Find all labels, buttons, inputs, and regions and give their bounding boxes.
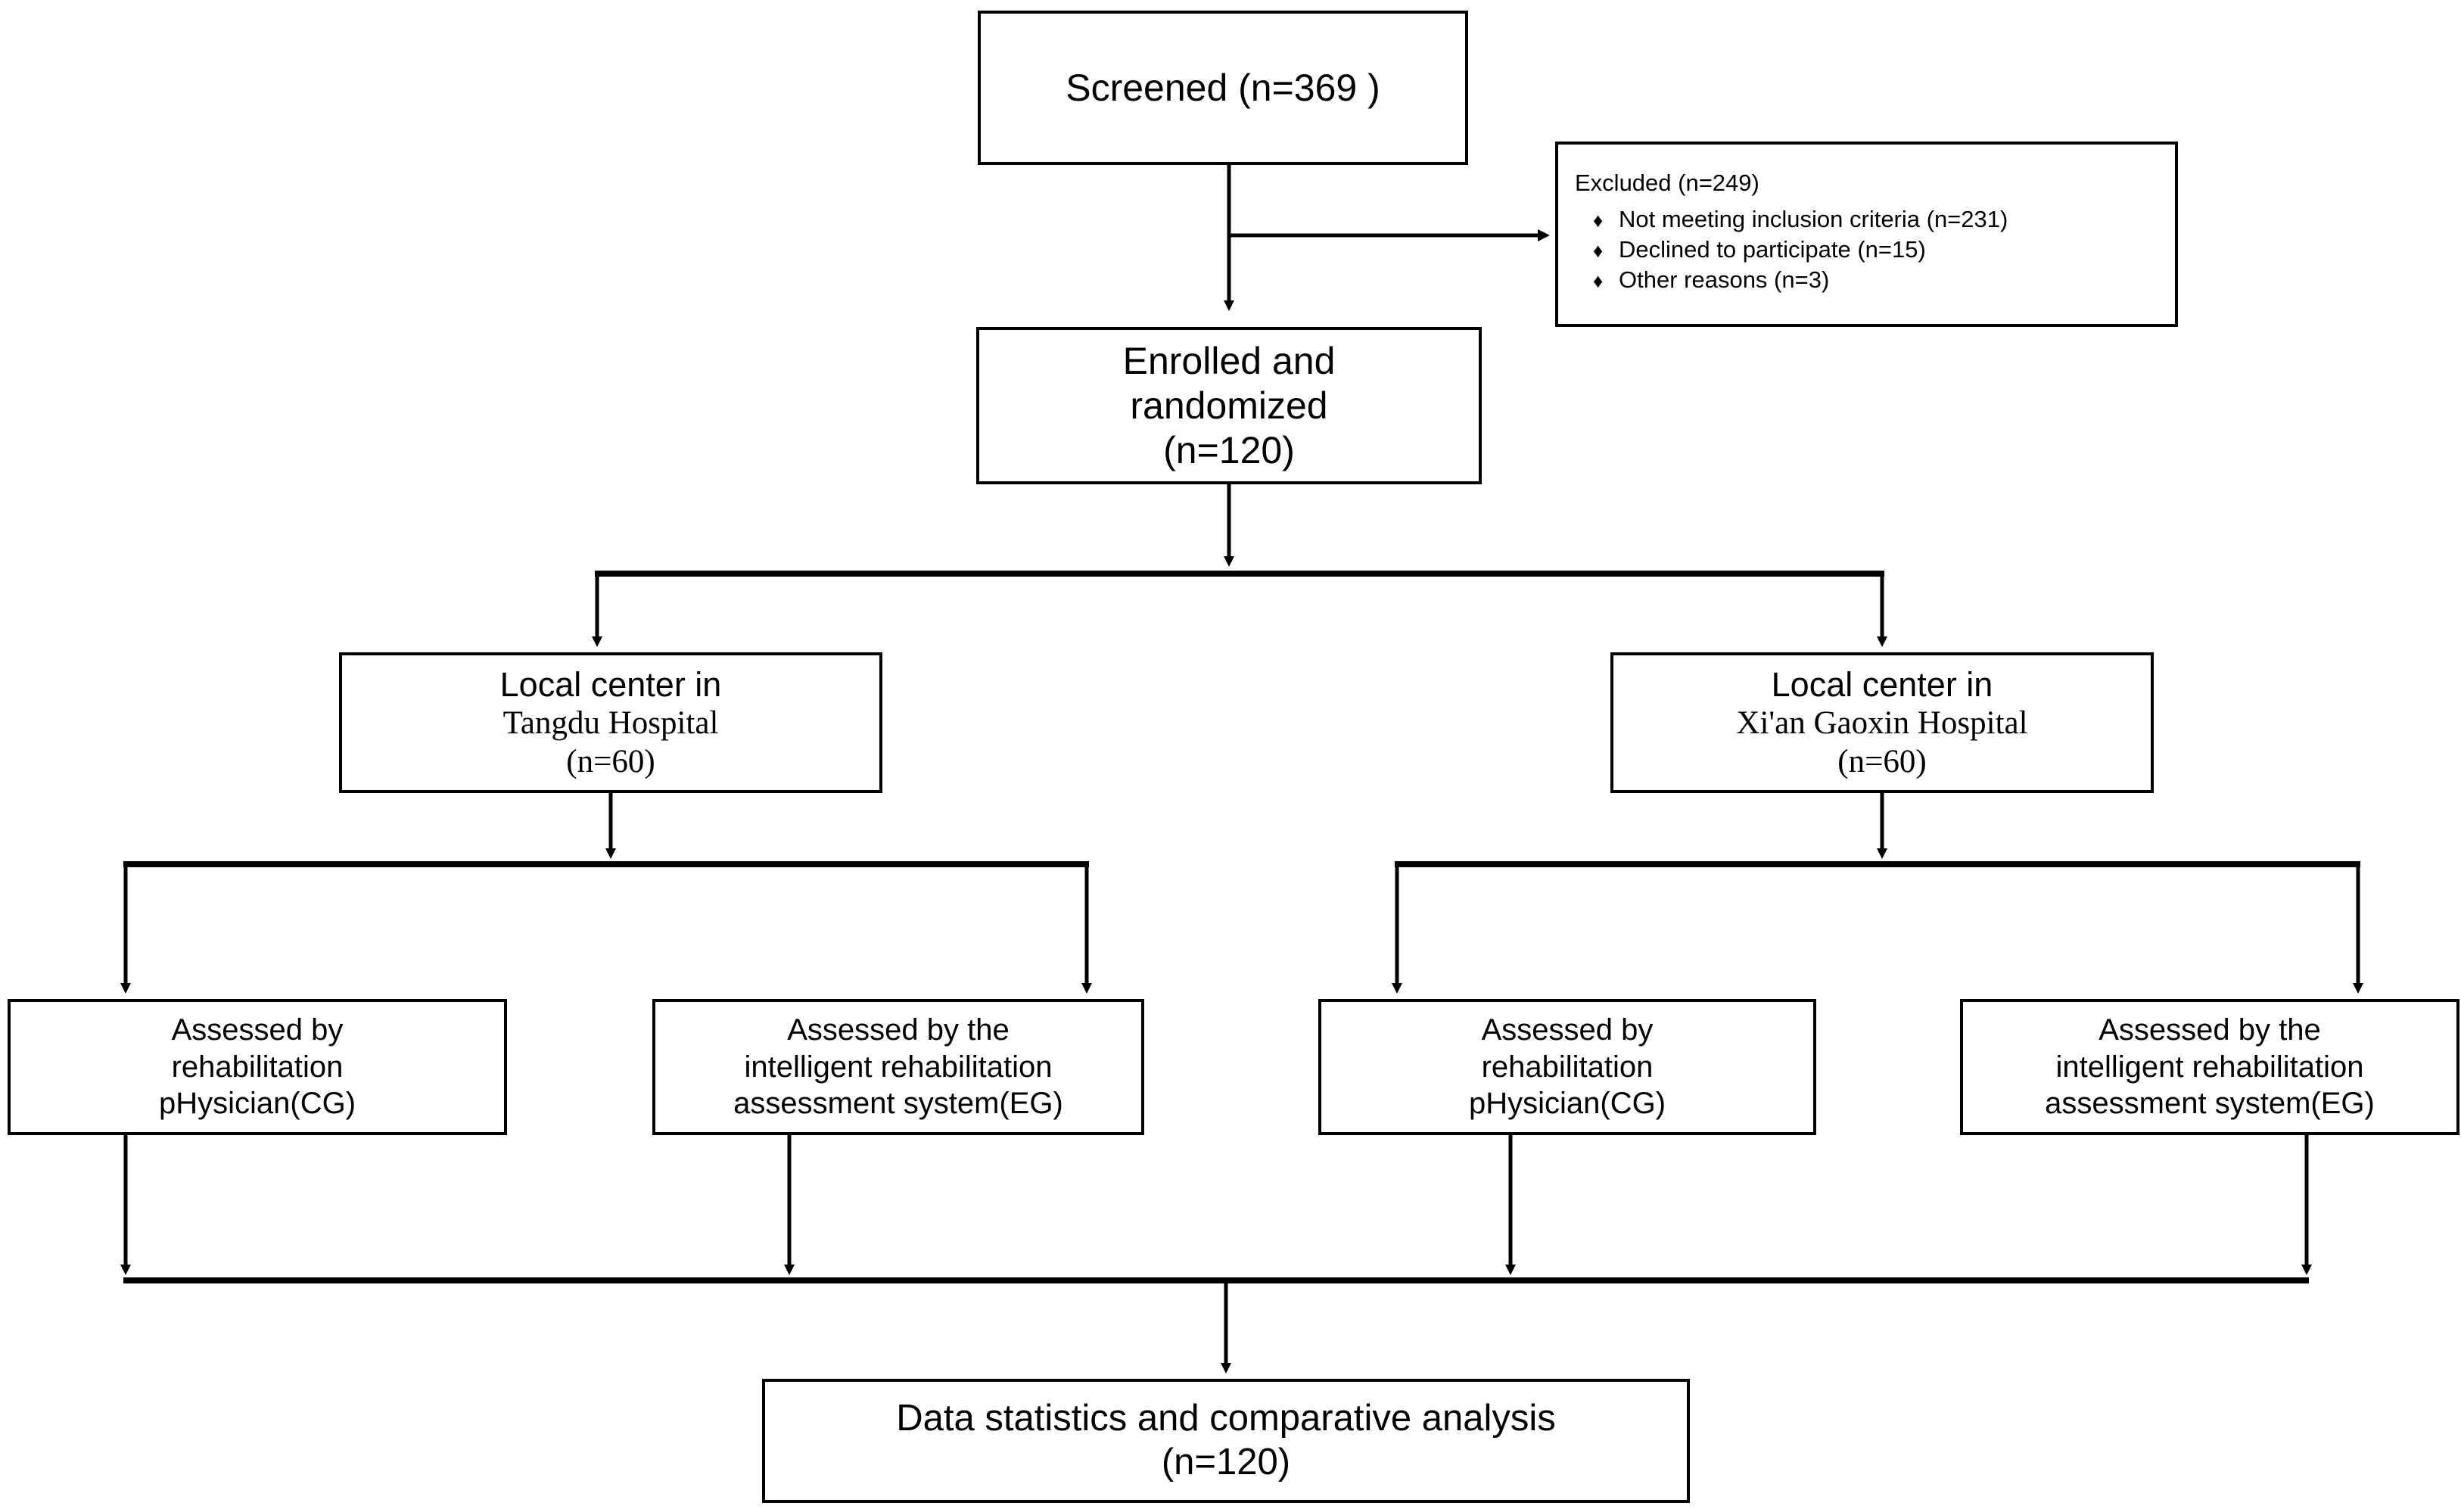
assessed-4-line-3: assessment system(EG) — [2045, 1087, 2375, 1121]
center-left-hospital: Tangdu Hospital — [502, 705, 719, 741]
excluded-reason-text: Other reasons (n=3) — [1619, 266, 1830, 293]
center-right-count: (n=60) — [1837, 743, 1927, 779]
diamond-bullet-icon: ♦ — [1593, 208, 1604, 232]
assessed-4-line-2: intelligent rehabilitation — [2055, 1050, 2364, 1084]
list-item: ♦ Declined to participate (n=15) — [1593, 238, 2008, 261]
node-excluded[interactable]: Excluded (n=249) ♦ Not meeting inclusion… — [1555, 142, 2178, 327]
assessed-1-line-2: rehabilitation — [171, 1050, 344, 1084]
node-assessed-system-left[interactable]: Assessed by the intelligent rehabilitati… — [652, 999, 1144, 1135]
assessed-1-line-3: pHysician(CG) — [158, 1087, 356, 1121]
enrolled-line-2: randomized — [1130, 384, 1328, 427]
node-local-center-xian-gaoxin[interactable]: Local center in Xi'an Gaoxin Hospital (n… — [1610, 652, 2154, 793]
center-left-line-1: Local center in — [499, 664, 722, 704]
assessed-3-line-3: pHysician(CG) — [1468, 1087, 1666, 1121]
assessed-2-line-3: assessment system(EG) — [733, 1087, 1063, 1121]
assessed-3-line-1: Assessed by — [1481, 1013, 1654, 1047]
excluded-title: Excluded (n=249) — [1575, 169, 1759, 196]
node-assessed-physician-right[interactable]: Assessed by rehabilitation pHysician(CG) — [1318, 999, 1816, 1135]
assessed-2-line-1: Assessed by the — [787, 1013, 1010, 1047]
assessed-1-line-1: Assessed by — [171, 1013, 344, 1047]
enrolled-line-1: Enrolled and — [1122, 339, 1336, 382]
list-item: ♦ Not meeting inclusion criteria (n=231) — [1593, 207, 2008, 231]
list-item: ♦ Other reasons (n=3) — [1593, 268, 2008, 291]
excluded-reason-text: Declined to participate (n=15) — [1619, 235, 1926, 263]
excluded-reason-list: ♦ Not meeting inclusion criteria (n=231)… — [1575, 201, 2008, 298]
center-right-hospital: Xi'an Gaoxin Hospital — [1736, 705, 2028, 741]
node-assessed-system-right[interactable]: Assessed by the intelligent rehabilitati… — [1960, 999, 2459, 1135]
node-assessed-physician-left[interactable]: Assessed by rehabilitation pHysician(CG) — [8, 999, 507, 1135]
node-local-center-tangdu[interactable]: Local center in Tangdu Hospital (n=60) — [339, 652, 882, 793]
node-screened[interactable]: Screened (n=369 ) — [978, 11, 1468, 165]
final-line-1: Data statistics and comparative analysis — [896, 1398, 1556, 1439]
excluded-reason-text: Not meeting inclusion criteria (n=231) — [1619, 205, 2008, 232]
center-left-count: (n=60) — [566, 743, 655, 779]
screened-label: Screened (n=369 ) — [1066, 66, 1380, 109]
final-count: (n=120) — [1161, 1442, 1291, 1482]
assessed-4-line-1: Assessed by the — [2099, 1013, 2321, 1047]
center-right-line-1: Local center in — [1771, 664, 1993, 704]
assessed-2-line-2: intelligent rehabilitation — [744, 1050, 1053, 1084]
node-enrolled-randomized[interactable]: Enrolled and randomized (n=120) — [976, 327, 1482, 484]
diamond-bullet-icon: ♦ — [1593, 269, 1604, 292]
enrolled-count: (n=120) — [1163, 428, 1295, 471]
node-data-statistics[interactable]: Data statistics and comparative analysis… — [762, 1379, 1690, 1503]
assessed-3-line-2: rehabilitation — [1481, 1050, 1654, 1084]
diamond-bullet-icon: ♦ — [1593, 238, 1604, 262]
